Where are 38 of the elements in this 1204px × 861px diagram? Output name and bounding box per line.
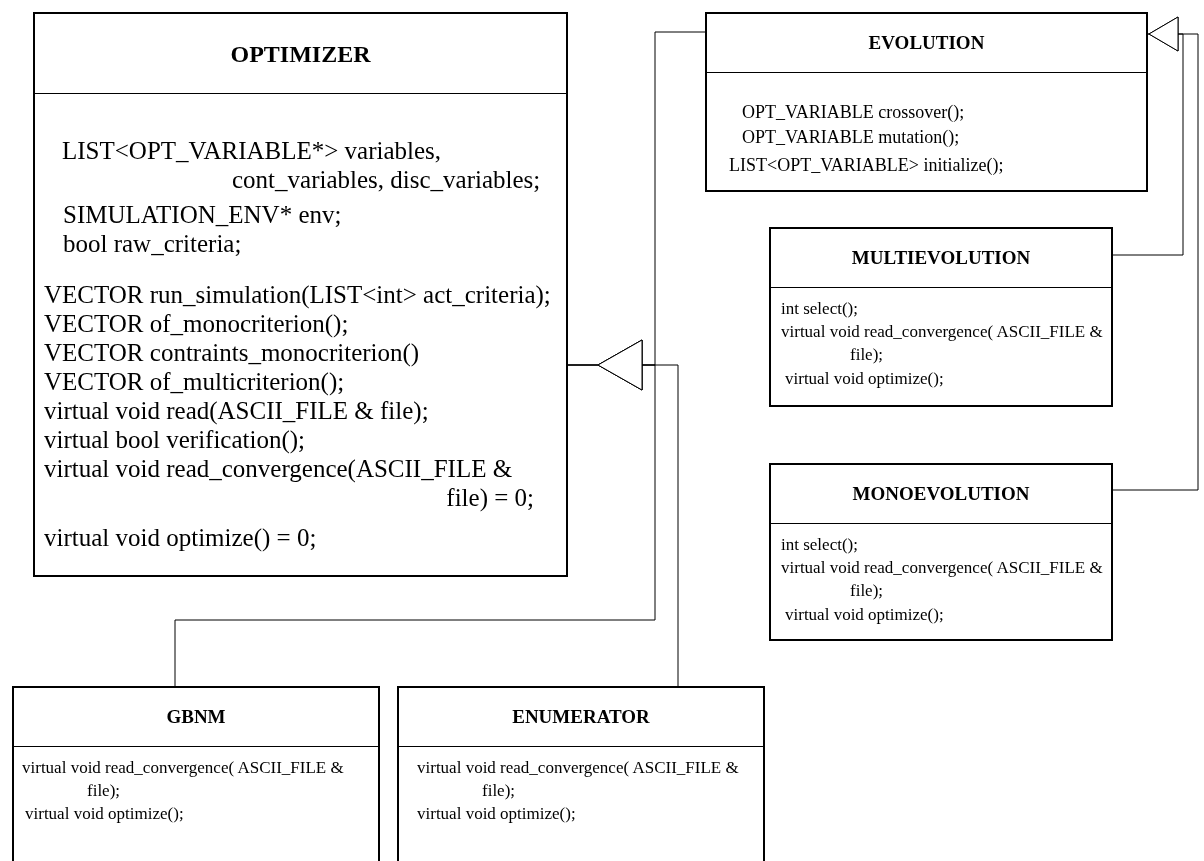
class-box: [33, 12, 568, 577]
class-box: [769, 463, 1113, 641]
member-text: virtual void optimize();: [417, 803, 576, 825]
member-text: virtual void read(ASCII_FILE & file);: [44, 396, 429, 425]
member-text: virtual void read_convergence( ASCII_FILE & file);: [417, 757, 740, 802]
member-text: int select();: [781, 534, 858, 556]
member-text: VECTOR of_monocriterion();: [44, 309, 349, 338]
class-box: [769, 227, 1113, 407]
member-text: LIST<OPT_VARIABLE*> variables, cont_variables, disc_variables;: [62, 136, 542, 194]
class-name: ENUMERATOR: [511, 705, 651, 728]
member-text: SIMULATION_ENV* env;: [63, 200, 342, 229]
member-text: VECTOR contraints_monocriterion(): [44, 338, 420, 367]
class-name: EVOLUTION: [867, 31, 986, 55]
class-box: [12, 686, 380, 861]
member-text: virtual void optimize() = 0;: [44, 523, 317, 552]
class-box: [397, 686, 765, 861]
member-text: LIST<OPT_VARIABLE> initialize();: [729, 154, 1004, 177]
member-text: int select();: [781, 298, 858, 320]
class-box: [705, 12, 1148, 192]
class-name: MONOEVOLUTION: [851, 482, 1031, 505]
member-text: VECTOR of_multicriterion();: [44, 367, 345, 396]
member-text: virtual void read_convergence( ASCII_FILE & file);: [22, 757, 345, 802]
member-text: virtual void read_convergence(ASCII_FILE & file) = 0;: [44, 454, 534, 512]
member-text: OPT_VARIABLE crossover();: [742, 101, 965, 124]
member-text: virtual void read_convergence( ASCII_FILE & file);: [781, 557, 1104, 602]
inheritance-arrow: [1112, 16, 1199, 491]
member-text: virtual void optimize();: [785, 368, 944, 390]
class-name: OPTIMIZER: [229, 40, 372, 69]
member-text: virtual void optimize();: [25, 803, 184, 825]
member-text: bool raw_criteria;: [63, 229, 242, 258]
class-name: GBNM: [165, 705, 227, 728]
member-text: OPT_VARIABLE mutation();: [742, 126, 960, 149]
member-text: virtual void read_convergence( ASCII_FILE & file);: [781, 321, 1104, 366]
member-text: virtual bool verification();: [44, 425, 306, 454]
member-text: virtual void optimize();: [785, 604, 944, 626]
inheritance-arrow: [567, 339, 679, 687]
member-text: VECTOR run_simulation(LIST<int> act_criteria);: [44, 280, 551, 309]
class-name: MULTIEVOLUTION: [850, 246, 1032, 269]
